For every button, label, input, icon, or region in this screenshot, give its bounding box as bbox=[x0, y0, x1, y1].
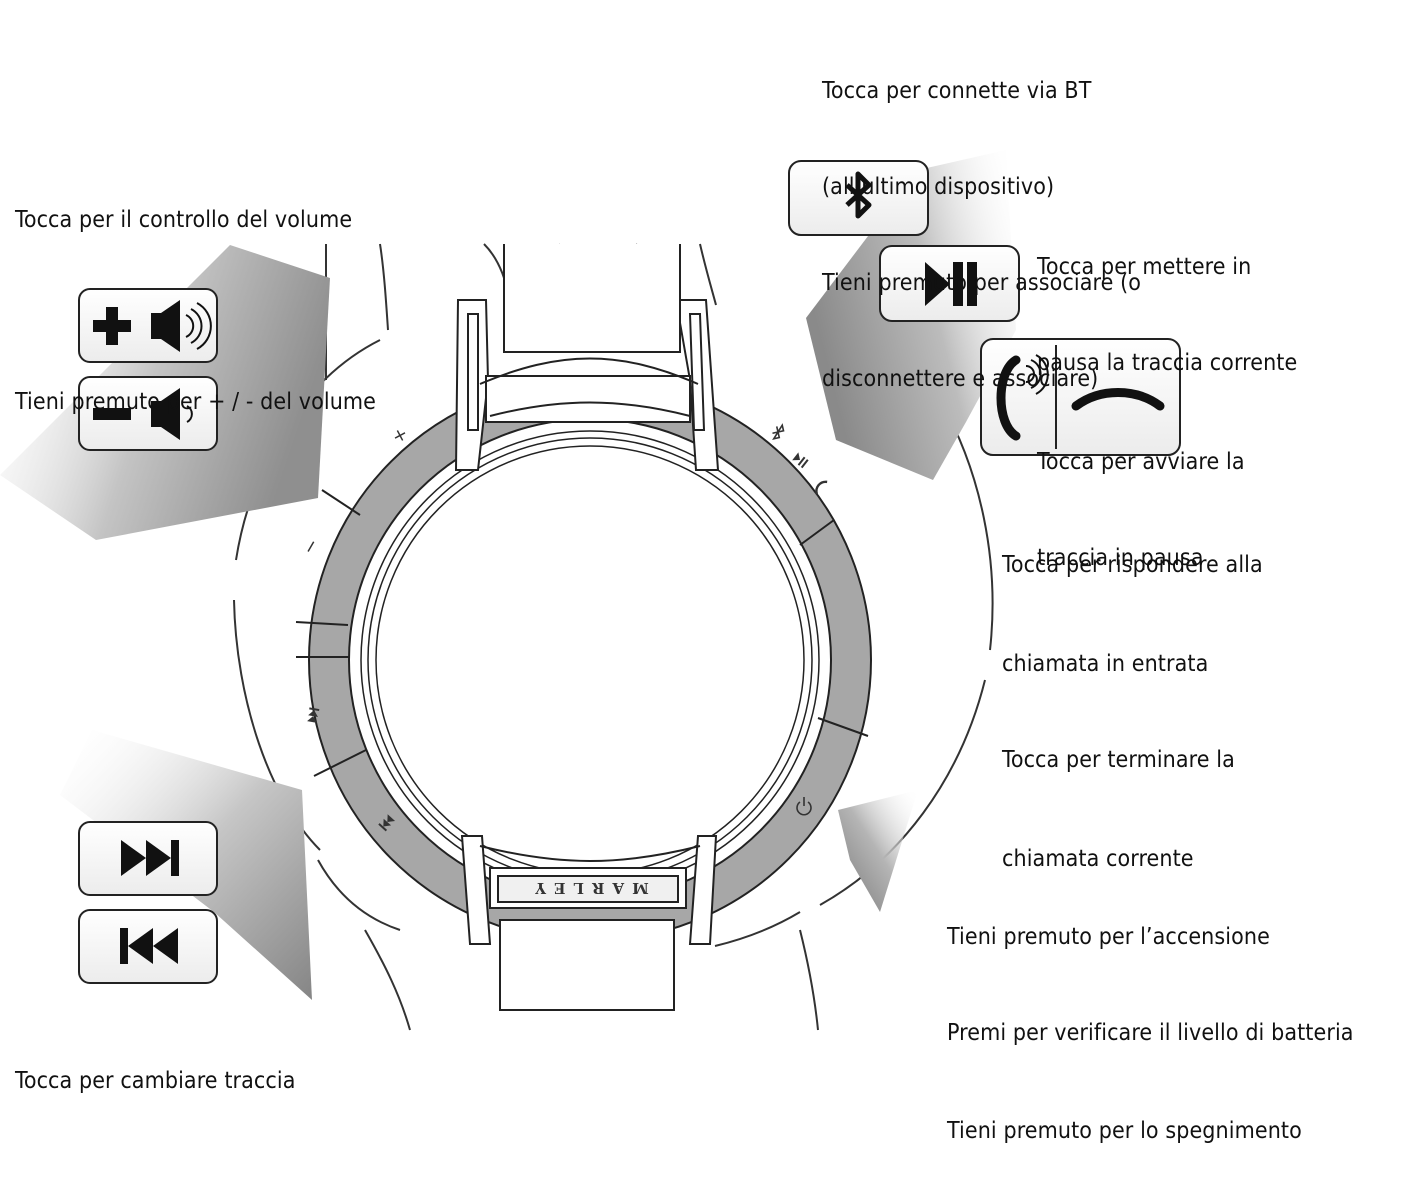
track-annotation: Tocca per cambiare traccia bbox=[15, 1001, 296, 1129]
bluetooth-annotation: Tocca per connette via BT (all’ultimo di… bbox=[822, 11, 1141, 427]
top-bridge bbox=[454, 244, 720, 471]
ring-next-icon bbox=[307, 707, 320, 723]
power-annotation-line: Premi per verificare il livello di batte… bbox=[947, 1020, 1354, 1046]
ring-power-icon bbox=[796, 797, 812, 816]
play-pause-annotation-line: Tocca per avviare la bbox=[1037, 449, 1245, 475]
bluetooth-annotation-line: Tieni premuto per associare (o bbox=[822, 270, 1142, 296]
volume-annotation-line: Tieni premuto per + / - del volume bbox=[15, 389, 377, 415]
play-pause-annotation-line: pausa la traccia corrente bbox=[1037, 350, 1298, 376]
play-pause-button[interactable] bbox=[879, 245, 1020, 322]
bluetooth-annotation-line: disconnettere e associare) bbox=[822, 366, 1099, 392]
call-annotation-line: Tocca per terminare la bbox=[1002, 747, 1235, 773]
ring-previous-icon bbox=[378, 814, 396, 832]
play-pause-annotation-line: traccia in pausa bbox=[1037, 545, 1204, 571]
track-annotation-line: Tocca per cambiare traccia bbox=[15, 1068, 296, 1094]
ring-minus-mark: − bbox=[298, 535, 324, 559]
ring-bluetooth-icon bbox=[772, 423, 785, 440]
previous-track-icon bbox=[120, 928, 178, 964]
ring-call-icon bbox=[815, 480, 828, 495]
play-pause-annotation: Tocca per mettere in pausa la traccia co… bbox=[1037, 187, 1297, 606]
shade-power bbox=[838, 790, 918, 912]
next-track-button[interactable] bbox=[78, 821, 218, 896]
brand-logo: MARLEY bbox=[527, 879, 648, 897]
next-track-icon bbox=[121, 840, 179, 876]
call-end-icon bbox=[1071, 388, 1165, 411]
bottom-bridge bbox=[460, 835, 718, 1011]
volume-down-icon bbox=[93, 388, 193, 440]
power-annotation-line: Tieni premuto per l’accensione bbox=[947, 924, 1270, 950]
volume-annotation-line: Tocca per il controllo del volume bbox=[15, 207, 353, 233]
volume-annotation-line bbox=[15, 300, 376, 322]
control-ring bbox=[295, 378, 872, 942]
bluetooth-annotation-line: Tocca per connette via BT bbox=[822, 78, 1092, 104]
power-annotation: Tieni premuto per l’accensione Premi per… bbox=[947, 857, 1354, 1179]
volume-up-icon bbox=[93, 300, 212, 352]
call-annotation-line: chiamata in entrata bbox=[1002, 651, 1209, 677]
bluetooth-button[interactable] bbox=[788, 160, 929, 236]
bluetooth-annotation-line: (all’ultimo dispositivo) bbox=[822, 174, 1055, 200]
call-answer-icon bbox=[996, 354, 1049, 441]
volume-down-button[interactable] bbox=[78, 376, 218, 451]
ring-play-pause-icon bbox=[792, 452, 809, 469]
call-annotation: Tocca per rispondere alla chiamata in en… bbox=[1002, 485, 1263, 907]
power-annotation-line: Tieni premuto per lo spegnimento bbox=[947, 1118, 1302, 1144]
play-pause-annotation-line: Tocca per mettere in bbox=[1037, 254, 1252, 280]
call-annotation-line: chiamata corrente bbox=[1002, 846, 1194, 872]
call-button[interactable] bbox=[980, 338, 1181, 456]
call-annotation-line: Tocca per rispondere alla bbox=[1002, 552, 1263, 578]
bluetooth-icon bbox=[845, 171, 872, 219]
volume-up-button[interactable] bbox=[78, 288, 218, 363]
headphone-controls-diagram: MARLEY + − bbox=[0, 150, 1181, 1031]
play-pause-icon bbox=[925, 262, 977, 306]
volume-annotation: Tocca per il controllo del volume Tieni … bbox=[15, 140, 376, 450]
previous-track-button[interactable] bbox=[78, 909, 218, 984]
